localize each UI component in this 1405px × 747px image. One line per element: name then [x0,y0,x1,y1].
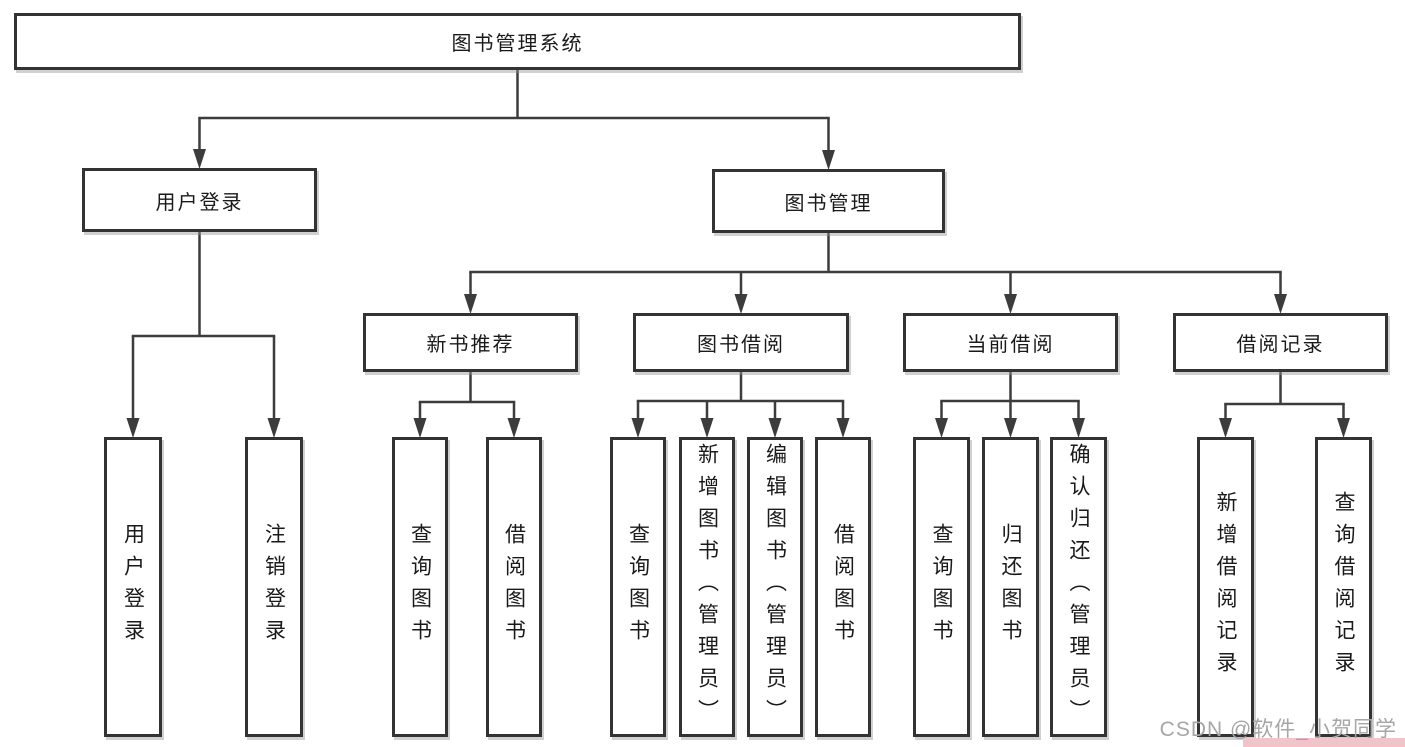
diagram-node-v-query-book-1: 查询图书 [392,437,448,737]
arrowhead-down-icon [768,418,782,438]
diagram-node-v-add-borrow-record: 新增借阅记录 [1197,437,1254,737]
diagram-node-v-return-book: 归还图书 [982,437,1039,737]
diagram-node-v-user-login: 用户登录 [104,437,162,737]
diagram-node-v-add-book: 新增图书（管理员） [679,437,735,737]
watermark-accent-strip [1243,738,1405,747]
watermark: CSDN @软件_小贺同学 [1159,718,1397,741]
diagram-node-v-query-book-2: 查询图书 [610,437,666,737]
arrowhead-down-icon [413,418,427,438]
arrowhead-down-icon [126,418,140,438]
arrowhead-down-icon [1274,294,1287,314]
arrowhead-down-icon [836,418,850,438]
arrowhead-down-icon [464,294,477,314]
diagram-node-v-edit-book: 编辑图书（管理员） [747,437,803,737]
arrowhead-down-icon [822,150,835,170]
arrowhead-down-icon [267,418,281,438]
arrowhead-down-icon [1337,418,1350,438]
arrowhead-down-icon [631,418,645,438]
diagram-node-borrow-records: 借阅记录 [1173,313,1388,372]
diagram-node-user-login: 用户登录 [82,168,317,232]
arrowhead-down-icon [1219,418,1232,438]
arrowhead-down-icon [700,418,714,438]
diagram-node-v-query-borrow-record: 查询借阅记录 [1315,437,1372,737]
diagram-node-v-borrow-book-1: 借阅图书 [486,437,542,737]
arrowhead-down-icon [193,149,206,169]
arrowhead-down-icon [1004,294,1017,314]
diagram-node-v-logout: 注销登录 [245,437,303,737]
diagram-node-v-borrow-book-2: 借阅图书 [815,437,871,737]
diagram-node-v-confirm-return: 确认归还（管理员） [1050,437,1107,737]
arrowhead-down-icon [935,418,948,438]
diagram-node-new-book-rec: 新书推荐 [363,313,578,372]
diagram-node-current-borrow: 当前借阅 [903,313,1118,372]
diagram-node-book-mgmt: 图书管理 [712,169,945,233]
arrowhead-down-icon [734,294,748,314]
diagram-node-root: 图书管理系统 [14,13,1021,70]
diagram-node-book-borrow: 图书借阅 [633,313,849,372]
diagram-node-v-query-book-3: 查询图书 [913,437,970,737]
arrowhead-down-icon [507,418,521,438]
arrowhead-down-icon [1004,418,1017,438]
arrowhead-down-icon [1072,418,1085,438]
